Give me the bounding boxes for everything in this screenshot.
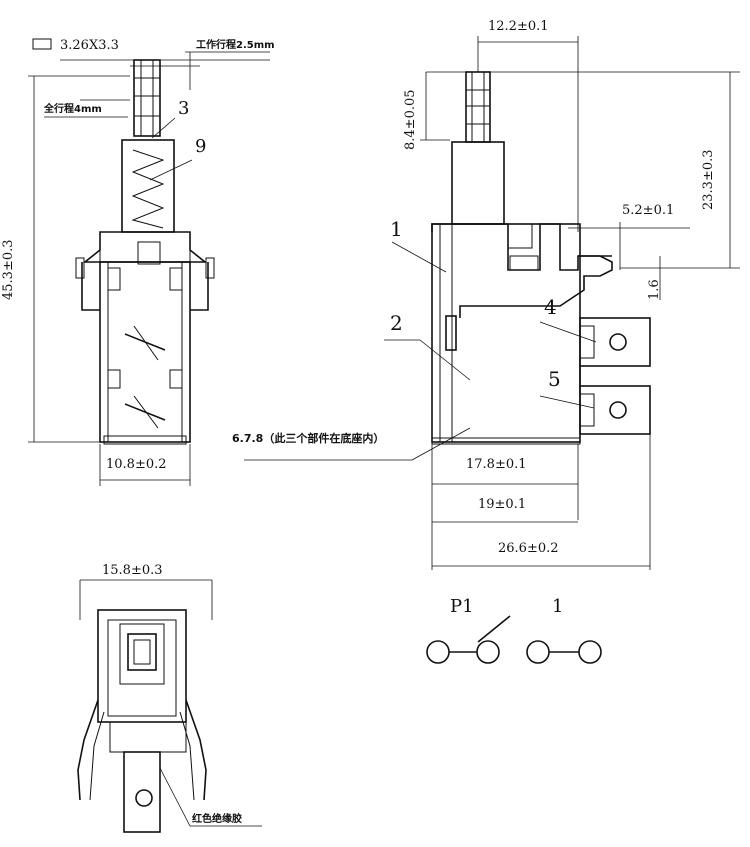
box-symbol xyxy=(32,38,52,50)
bottom-body xyxy=(97,609,187,723)
switch-schematic: P1 1 xyxy=(426,596,602,664)
dim-12-2-label: 12.2±0.1 xyxy=(488,19,549,34)
parts-note-label: 6.7.8（此三个部件在底座内） xyxy=(232,431,384,445)
dim-17-8-label: 17.8±0.1 xyxy=(466,457,527,472)
insulation-label: 红色绝缘胶 xyxy=(192,812,242,825)
callout-5: 5 xyxy=(548,367,561,391)
dim-5-2-label: 5.2±0.1 xyxy=(622,203,674,218)
front-view: 3.26X3.3 工作行程2.5mm 全行程4mm 3 9 xyxy=(1,38,275,486)
callout-4: 4 xyxy=(544,295,557,319)
terminal-upper xyxy=(579,317,651,367)
width-front-label: 10.8±0.2 xyxy=(106,457,167,472)
work-travel-label: 工作行程2.5mm xyxy=(196,38,275,51)
dim-26-6-label: 26.6±0.2 xyxy=(498,541,559,556)
box-dim-label: 3.26X3.3 xyxy=(60,38,119,53)
spring-housing xyxy=(121,139,175,233)
callout-1: 1 xyxy=(390,217,403,241)
callout-3: 3 xyxy=(178,98,189,119)
terminal xyxy=(123,751,161,833)
schematic-1-label: 1 xyxy=(552,596,563,617)
dim-23-3-label: 23.3±0.3 xyxy=(701,149,716,210)
side-body xyxy=(431,223,581,443)
height-total-label: 45.3±0.3 xyxy=(1,239,16,300)
spring xyxy=(131,149,165,229)
side-view: 12.2±0.1 8.4±0.05 23.3±0.3 xyxy=(232,19,740,570)
full-travel-label: 全行程4mm xyxy=(43,102,102,115)
side-plunger xyxy=(465,71,491,143)
callout-9: 9 xyxy=(195,136,206,157)
dim-1-6-label: 1.6 xyxy=(647,279,662,300)
schematic-p1-label: P1 xyxy=(450,596,474,617)
dim-19-label: 19±0.1 xyxy=(478,497,526,512)
plunger xyxy=(133,59,161,137)
front-body xyxy=(99,261,191,443)
dim-8-4-label: 8.4±0.05 xyxy=(403,89,418,150)
callout-2: 2 xyxy=(390,311,403,335)
terminal-lower xyxy=(579,385,651,435)
width-bottom-label: 15.8±0.3 xyxy=(102,563,163,578)
bottom-view: 15.8±0.3 红色绝缘胶 xyxy=(77,563,262,833)
